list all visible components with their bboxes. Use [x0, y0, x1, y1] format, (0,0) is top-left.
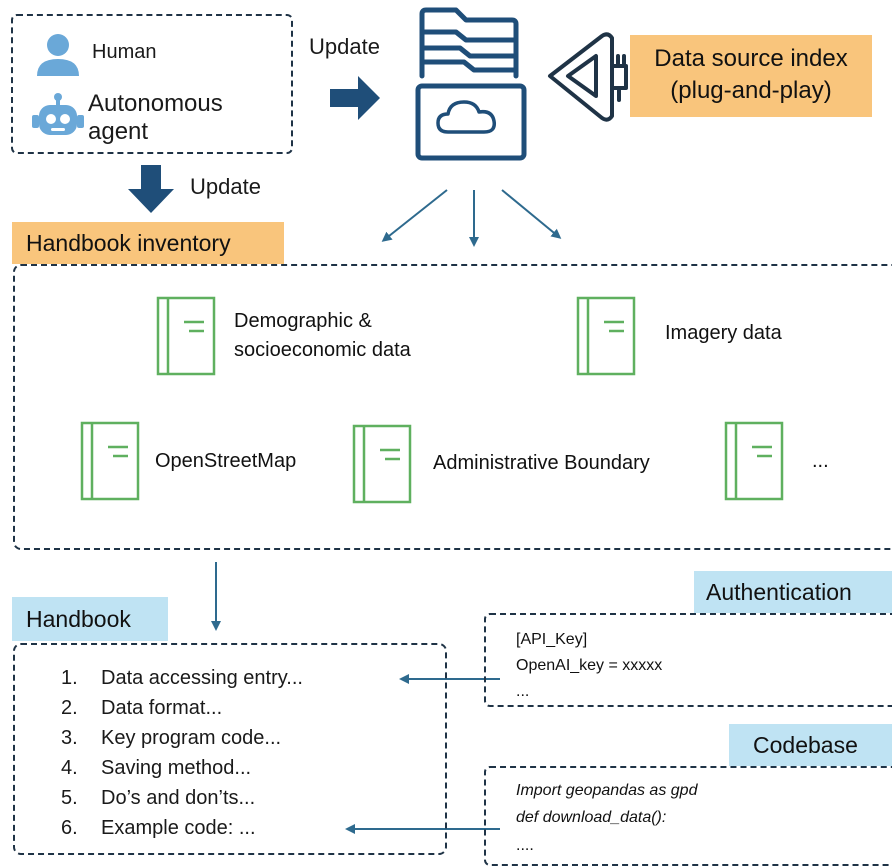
codebase-title: Codebase	[729, 724, 892, 766]
update-label-right: Update	[309, 34, 380, 59]
agent-label-line1: Autonomous	[88, 90, 223, 117]
authentication-box: [API_Key] OpenAI_key = xxxxx ...	[484, 613, 892, 707]
handbook-item: 6.Example code: ...	[61, 817, 256, 839]
update-arrow-right	[330, 76, 380, 120]
auth-line: ...	[516, 683, 530, 700]
fan-arrow-right	[501, 189, 562, 239]
book-icon	[352, 424, 412, 504]
codebase-line: Import geopandas as gpd	[516, 782, 698, 799]
book-icon	[156, 296, 216, 376]
fan-arrow-left	[381, 189, 448, 242]
inventory-item-imagery: Imagery data	[665, 322, 782, 344]
authentication-title: Authentication	[694, 571, 892, 613]
handbook-box: 1.Data accessing entry... 2.Data format.…	[13, 643, 447, 855]
handbook-item: 1.Data accessing entry...	[61, 667, 303, 689]
inventory-item-demographic-line1: Demographic &	[234, 310, 372, 332]
book-icon	[80, 421, 140, 501]
auth-line: OpenAI_key = xxxxx	[516, 657, 663, 674]
book-icon	[724, 421, 784, 501]
inventory-item-openstreetmap: OpenStreetMap	[155, 450, 297, 472]
human-label: Human	[92, 41, 157, 63]
robot-icon	[32, 93, 84, 135]
codebase-line: ....	[516, 837, 534, 854]
handbook-inventory-title: Handbook inventory	[12, 222, 284, 264]
cloud-folder-icon	[415, 7, 527, 161]
inventory-item-demographic-line2: socioeconomic data	[234, 339, 411, 361]
actors-box	[11, 14, 293, 154]
auth-line: [API_Key]	[516, 631, 588, 648]
codebase-line: def download_data():	[516, 809, 667, 826]
handbook-item: 2.Data format...	[61, 697, 223, 719]
handbook-title: Handbook	[12, 597, 168, 641]
agent-label-line2: agent	[88, 118, 149, 145]
codebase-box: Import geopandas as gpd def download_dat…	[484, 766, 892, 866]
handbook-item: 3.Key program code...	[61, 727, 282, 749]
inventory-item-more: ...	[812, 450, 829, 472]
update-arrow-down	[128, 165, 174, 213]
data-source-index-label: Data source index (plug-and-play)	[630, 35, 872, 117]
handbook-item: 5.Do’s and don’ts...	[61, 787, 256, 809]
plug-in-icon	[548, 32, 628, 122]
data-source-index-line2: (plug-and-play)	[670, 77, 832, 104]
data-source-index-line1: Data source index	[654, 45, 848, 72]
update-label-down: Update	[190, 174, 261, 199]
handbook-inventory-box	[13, 264, 892, 550]
book-icon	[576, 296, 636, 376]
person-icon	[37, 34, 79, 76]
handbook-item: 4.Saving method...	[61, 757, 252, 779]
inventory-item-admin-boundary: Administrative Boundary	[433, 452, 650, 474]
